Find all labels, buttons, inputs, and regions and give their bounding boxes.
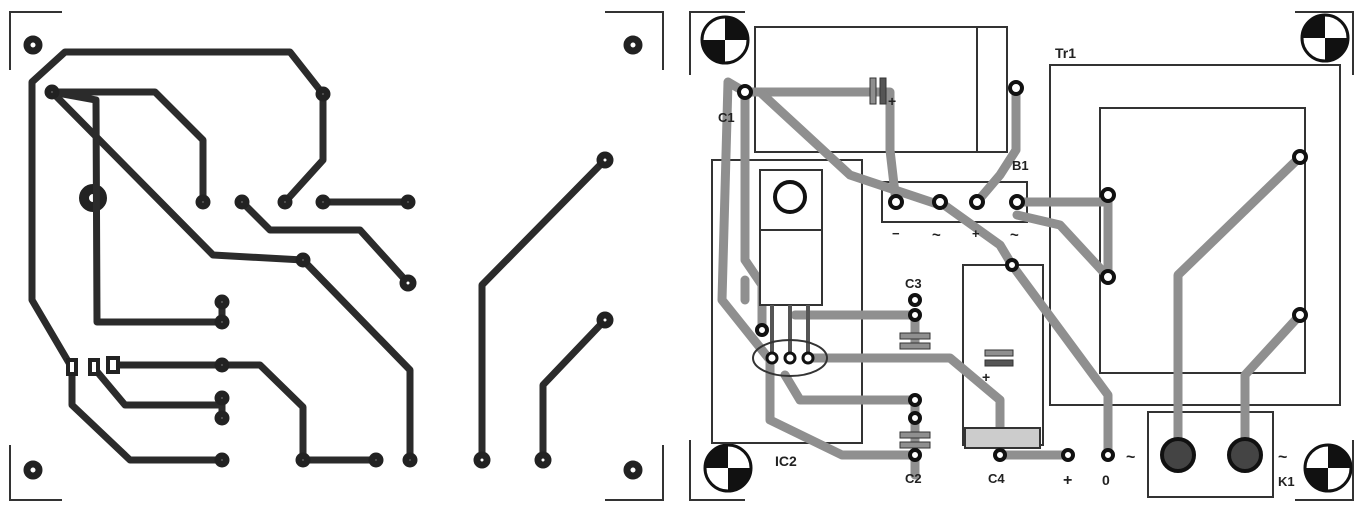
- mount-top-right: [1300, 13, 1350, 63]
- label-out-plus: +: [1063, 472, 1072, 489]
- mount-top-left: [700, 15, 750, 65]
- corner-marks-right: [689, 11, 1354, 501]
- trace-mid-link: [238, 198, 412, 287]
- label-ac-right: ~: [1278, 449, 1287, 466]
- label-bridge-ac1: ~: [932, 227, 941, 244]
- label-out-zero: 0: [1102, 472, 1110, 488]
- label-ic2: IC2: [775, 453, 797, 469]
- trace-diagonal-1: [48, 88, 414, 464]
- bridge-b1-pads: [888, 194, 1025, 210]
- label-c4: C4: [988, 471, 1005, 486]
- trace-left-lower: [68, 364, 226, 464]
- label-bridge-ac2: ~: [1010, 227, 1019, 244]
- label-c2: C2: [905, 471, 922, 486]
- regulator-ic2-outline: [711, 159, 863, 444]
- trace-inner-lower: [90, 364, 226, 409]
- capacitor-c1-symbol: [869, 77, 887, 105]
- label-b1: B1: [1012, 158, 1029, 173]
- mount-bottom-right: [1303, 443, 1353, 493]
- label-k1: K1: [1278, 474, 1295, 489]
- label-bridge-minus: −: [892, 226, 900, 241]
- label-c1-polarity: +: [888, 93, 896, 109]
- mounting-marks-right: [700, 13, 1353, 493]
- mount-bottom-left: [703, 443, 753, 493]
- trace-short-diagonal: [539, 316, 609, 464]
- transformer-tr1-outer: [1049, 64, 1341, 406]
- regulator-ic2: [752, 169, 828, 377]
- connector-k1-outline: [1147, 411, 1274, 498]
- copper-layout-panel: [9, 11, 664, 501]
- label-c1: C1: [718, 110, 735, 125]
- capacitor-c1-end: [976, 26, 1008, 153]
- component-layout-panel: Tr1 C1 B1 C3 C2 C4 IC2 K1 + 0 ~ ~ − ~ + …: [689, 11, 1354, 501]
- mounting-holes-left: [23, 35, 643, 480]
- corner-marks-left: [9, 11, 664, 501]
- label-transformer: Tr1: [1055, 45, 1076, 61]
- connector-k1: [1160, 437, 1263, 473]
- component-pads: [737, 80, 1308, 462]
- trace-top-hook: [51, 88, 207, 206]
- label-bridge-plus: +: [972, 226, 980, 241]
- trace-long-middle: [108, 361, 380, 464]
- component-labels: Tr1 C1 B1 C3 C2 C4 IC2 K1 + 0 ~ ~ − ~ + …: [718, 45, 1295, 489]
- trace-diagonal-2: [48, 88, 226, 326]
- trace-long-diagonal: [478, 156, 609, 464]
- copper-traces: [28, 48, 609, 464]
- copper-pads: [44, 84, 614, 469]
- capacitor-c4-body: [964, 349, 1041, 449]
- label-ac-left: ~: [1126, 449, 1135, 466]
- label-c3: C3: [905, 276, 922, 291]
- trace-outer-loop: [28, 48, 327, 372]
- label-c4-polarity: +: [982, 369, 990, 385]
- transformer-tr1-inner: [1099, 107, 1306, 374]
- capacitor-c3-symbol: [899, 332, 931, 350]
